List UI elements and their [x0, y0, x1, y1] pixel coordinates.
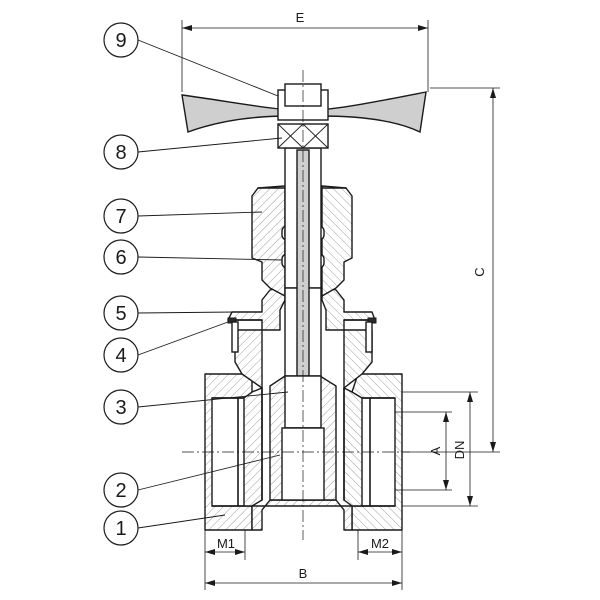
dimension-dn: DN: [402, 391, 478, 507]
gasket: [227, 317, 377, 353]
dimension-dn-label: DN: [452, 441, 467, 460]
leader-3: [137, 391, 289, 408]
callout-8-number: 8: [115, 142, 126, 164]
callout-2-number: 2: [115, 480, 126, 502]
dimension-m1-label: M1: [217, 536, 235, 551]
callout-3-number: 3: [115, 397, 126, 419]
callout-8: 8: [103, 134, 139, 170]
callout-4-number: 4: [115, 345, 126, 367]
body-bottom: [251, 499, 353, 531]
dimension-a-label: A: [428, 446, 443, 455]
callout-2: 2: [103, 472, 139, 508]
leader-lines: [137, 39, 289, 529]
callout-5-number: 5: [115, 303, 126, 325]
body-left-shoulder: [234, 329, 263, 389]
dimension-c: C: [402, 87, 500, 453]
callout-3: 3: [103, 389, 139, 425]
dimension-b-label: B: [299, 566, 308, 581]
dimension-c-label: C: [472, 267, 487, 276]
dimension-a: A: [395, 411, 452, 491]
dimension-m1: M1: [205, 530, 246, 560]
callout-5: 5: [103, 295, 139, 331]
callout-9-number: 9: [115, 30, 126, 52]
gland: [251, 185, 353, 297]
callout-6: 6: [103, 239, 139, 275]
body-right-wall: [343, 387, 363, 507]
callout-4: 4: [103, 337, 139, 373]
dimension-b: B: [204, 530, 403, 590]
callout-1: 1: [103, 510, 139, 546]
dimension-m2-label: M2: [371, 536, 389, 551]
leader-2: [137, 454, 281, 491]
callout-7: 7: [103, 198, 139, 234]
leader-4: [137, 321, 229, 356]
dimension-e: E: [181, 10, 429, 92]
leader-9: [137, 39, 279, 97]
leader-8: [137, 137, 283, 153]
gland-right: [321, 185, 353, 297]
callout-1-number: 1: [115, 518, 126, 540]
leader-1: [137, 514, 226, 529]
leader-5: [137, 311, 236, 314]
callout-9: 9: [103, 22, 139, 58]
dimension-m2: M2: [357, 530, 402, 560]
body-left-wall: [243, 387, 263, 507]
callout-6-number: 6: [115, 247, 126, 269]
gland-left: [251, 185, 286, 297]
leader-7: [137, 211, 263, 217]
callout-7-number: 7: [115, 206, 126, 228]
dimension-e-label: E: [296, 10, 305, 25]
leader-6: [137, 256, 283, 261]
